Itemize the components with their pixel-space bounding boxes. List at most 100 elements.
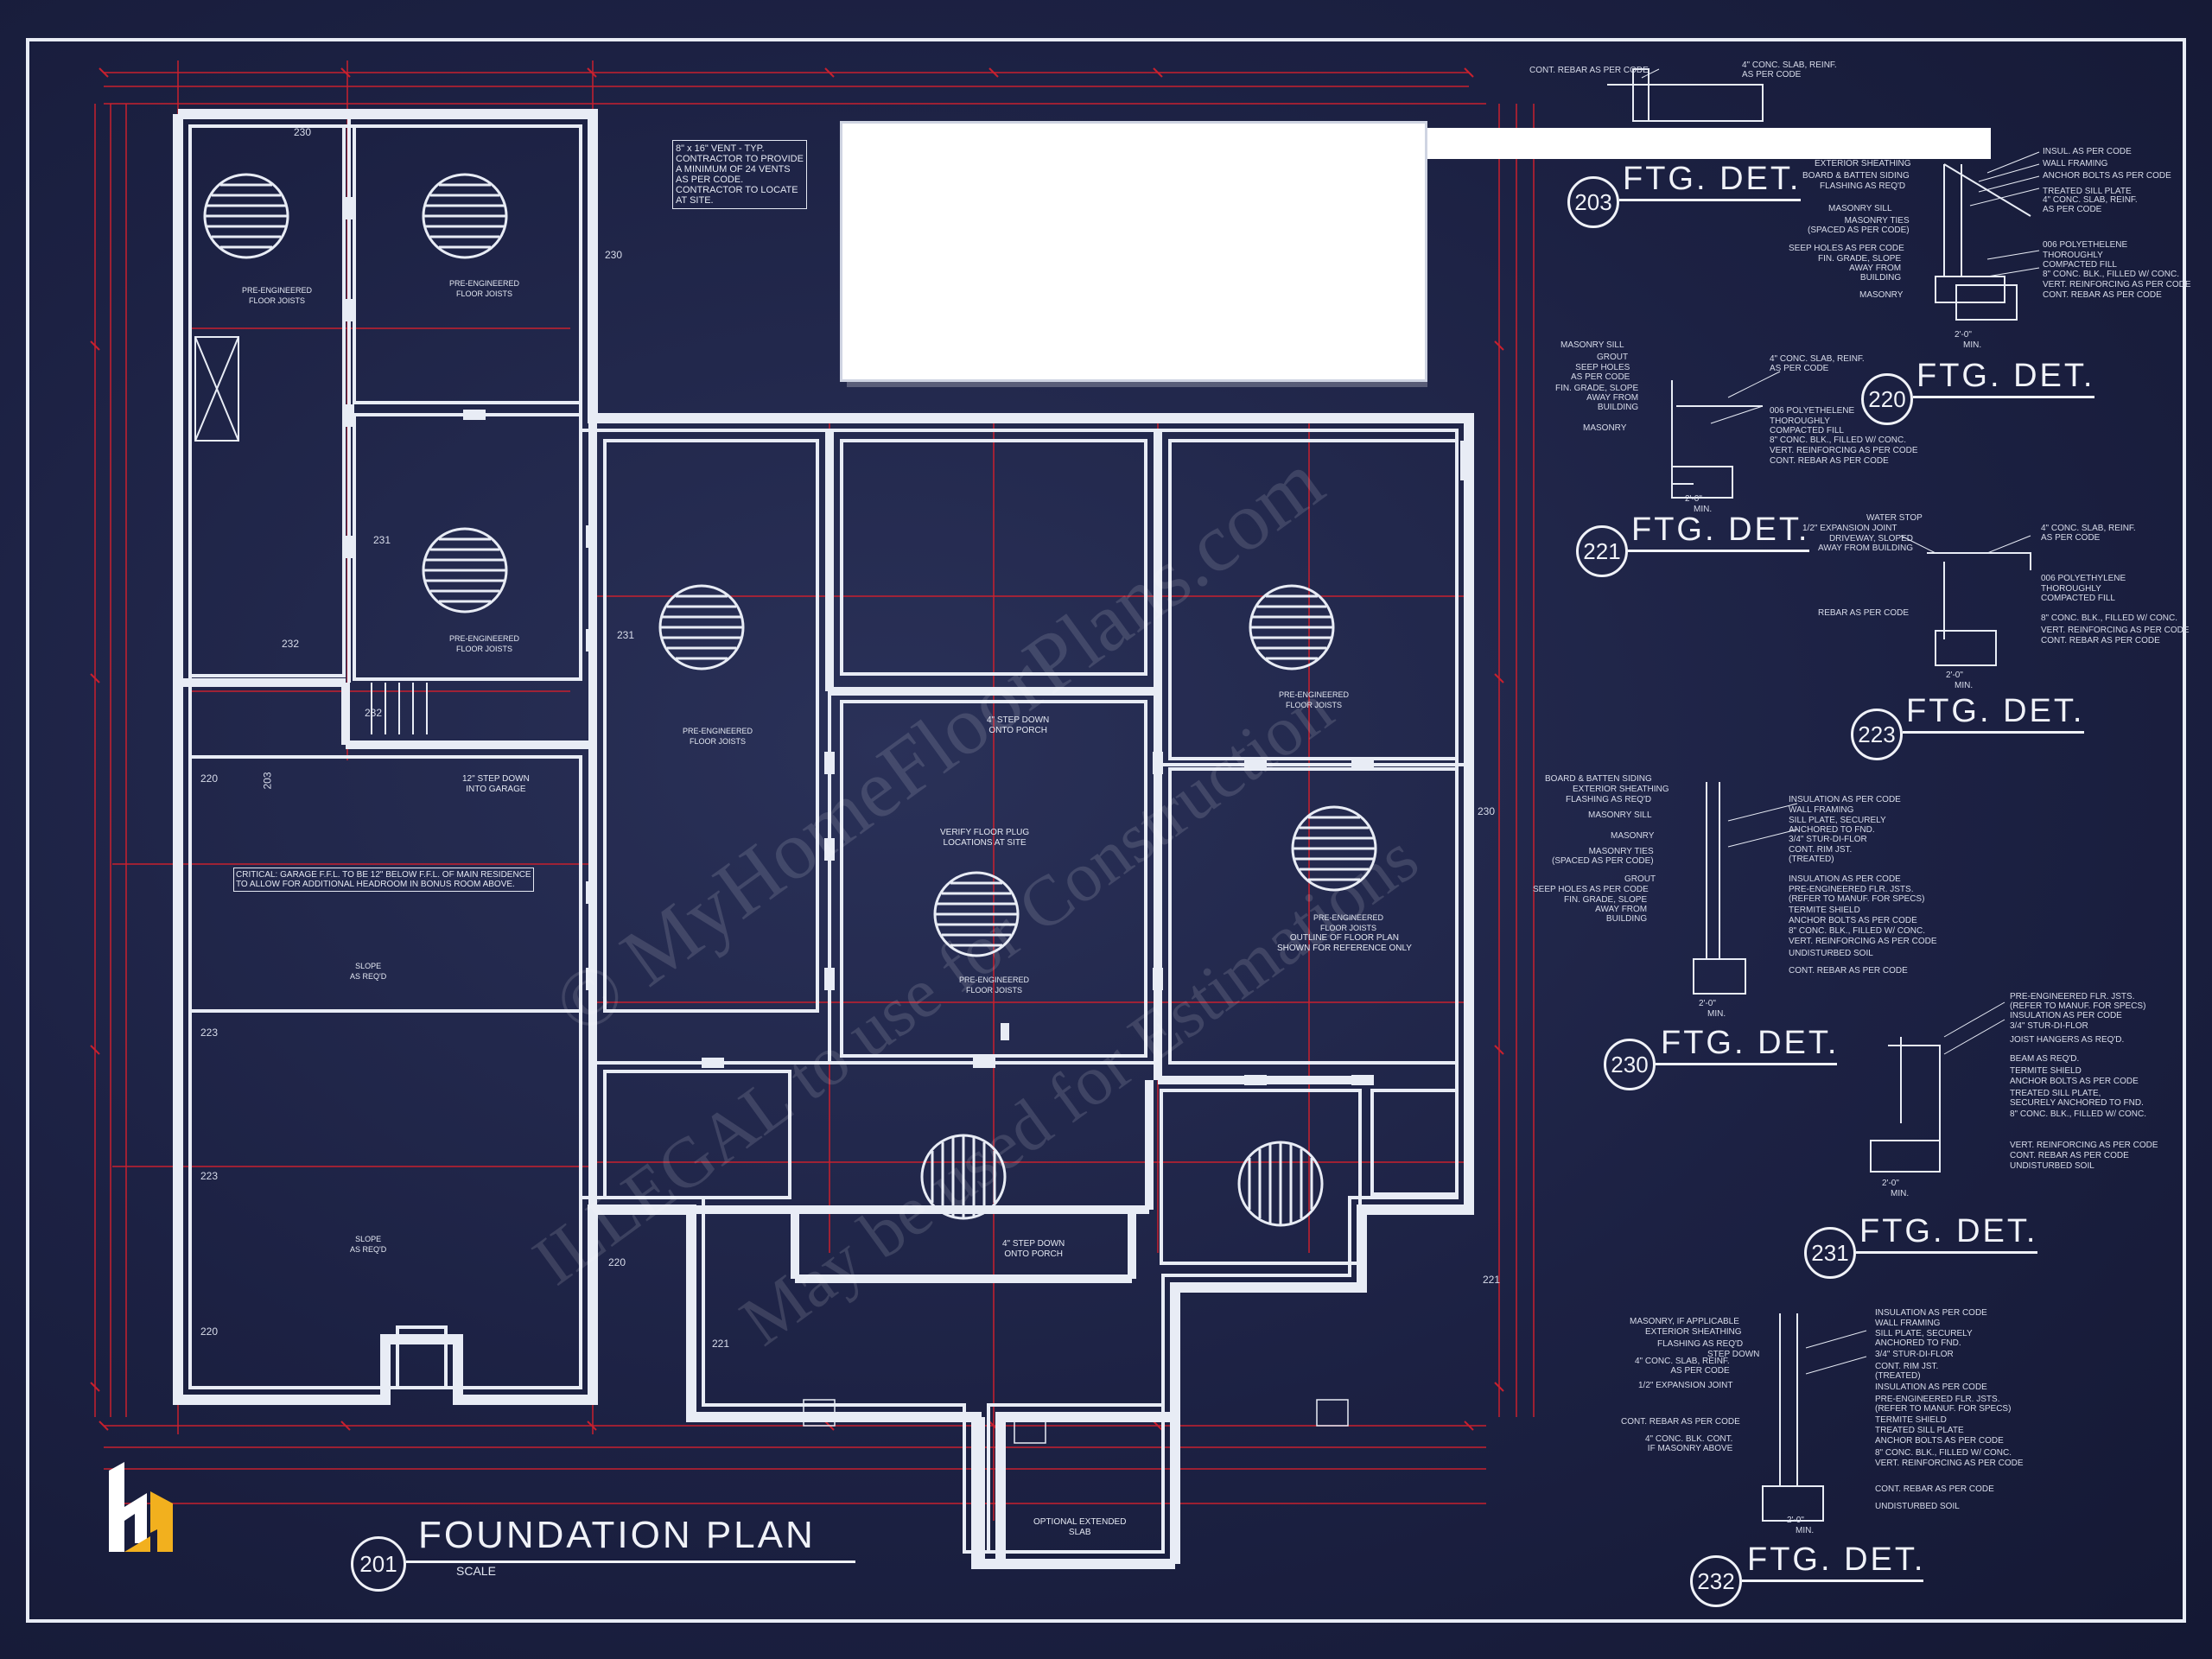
vent-note: 8" x 16" VENT - TYP. CONTRACTOR TO PROVI… <box>672 140 807 209</box>
detail-note: MASONRY SILL <box>1560 340 1624 350</box>
detail-note: EXTERIOR SHEATHING <box>1815 159 1911 168</box>
floor-joists-label: PRE-ENGINEERED FLOOR JOISTS <box>1279 690 1350 709</box>
detail-note: FIN. GRADE, SLOPE AWAY FROM BUILDING <box>1564 895 1648 924</box>
detail-underline <box>1856 1251 2037 1254</box>
detail-note: 1/2" EXPANSION JOINT <box>1802 524 1897 533</box>
detail-note: 8" CONC. BLK., FILLED W/ CONC. <box>2043 270 2180 279</box>
detail-title-221: FTG. DET. <box>1631 512 1810 548</box>
stair-hatch <box>194 336 428 734</box>
detail-note: PRE-ENGINEERED FLR. JSTS. (REFER TO MANU… <box>1875 1395 2012 1414</box>
detail-underline <box>1628 550 1809 552</box>
brand-logo <box>109 1462 173 1552</box>
optional-slab-label: OPTIONAL EXTENDED SLAB <box>1033 1517 1127 1537</box>
footing-tag: 220 <box>200 772 219 785</box>
detail-note: 006 POLYETHYLENE <box>2041 574 2126 583</box>
detail-title-220: FTG. DET. <box>1916 358 2095 394</box>
detail-bubble-230: 230 <box>1604 1039 1656 1090</box>
detail-note: VERT. REINFORCING AS PER CODE <box>1875 1459 2024 1468</box>
detail-note: 1/2" EXPANSION JOINT <box>1638 1381 1733 1390</box>
detail-note: INSULATION AS PER CODE <box>1789 874 1901 884</box>
detail-note: 8" CONC. BLK., FILLED W/ CONC. <box>1789 926 1926 936</box>
general-notes-box <box>840 121 1427 382</box>
detail-note: 3/4" STUR-DI-FLOR <box>1789 835 1867 844</box>
detail-min: MIN. <box>1955 681 1974 690</box>
detail-note: TREATED SILL PLATE <box>1875 1426 1964 1435</box>
detail-note: MASONRY SILL <box>1588 810 1652 820</box>
detail-title-203: FTG. DET. <box>1623 161 1802 197</box>
step-down-porch-label: 4" STEP DOWN ONTO PORCH <box>987 715 1050 735</box>
detail-note: WALL FRAMING <box>1875 1319 1941 1328</box>
detail-note: CONT. REBAR AS PER CODE <box>2043 290 2162 300</box>
detail-note: MASONRY TIES (SPACED AS PER CODE) <box>1808 216 1910 235</box>
garage-note: CRITICAL: GARAGE F.F.L. TO BE 12" BELOW … <box>233 868 534 892</box>
detail-note: 006 POLYETHELENE <box>1770 406 1855 416</box>
footing-tag: 220 <box>608 1256 626 1268</box>
detail-note: ANCHOR BOLTS AS PER CODE <box>1875 1436 2004 1446</box>
detail-note: SEEP HOLES AS PER CODE <box>1533 885 1649 894</box>
footing-tag: 230 <box>605 249 623 261</box>
plan-number-bubble: 201 <box>351 1536 406 1592</box>
detail-note: UNDISTURBED SOIL <box>2010 1161 2094 1171</box>
detail-note: CONT. RIM JST. (TREATED) <box>1789 845 1853 864</box>
detail-note: MASONRY <box>1583 423 1627 433</box>
footing-tag: 203 <box>261 772 274 790</box>
detail-note: CONT. REBAR AS PER CODE <box>1875 1484 1994 1494</box>
detail-dim: 2'-0" <box>1699 999 1716 1008</box>
detail-note: DRIVEWAY, SLOPED AWAY FROM BUILDING <box>1818 534 1914 553</box>
pier-blocks <box>344 197 1472 1085</box>
detail-note: 8" CONC. BLK., FILLED W/ CONC. <box>1770 435 1907 445</box>
plan-title: FOUNDATION PLAN <box>418 1514 816 1556</box>
detail-bubble-223: 223 <box>1851 709 1903 760</box>
detail-note: ANCHOR BOLTS AS PER CODE <box>2043 171 2171 181</box>
plan-number: 201 <box>359 1550 397 1577</box>
detail-note: 8" CONC. BLK., FILLED W/ CONC. <box>2010 1109 2147 1119</box>
general-notes-header-bar <box>1427 128 1991 159</box>
detail-note: VERT. REINFORCING AS PER CODE <box>1789 937 1937 946</box>
scale-label: SCALE <box>456 1564 496 1578</box>
detail-note: REBAR AS PER CODE <box>1818 608 1910 618</box>
detail-title-223: FTG. DET. <box>1906 693 2085 729</box>
detail-dim: 2'-0" <box>1946 671 1963 680</box>
detail-note: BOARD & BATTEN SIDING <box>1802 171 1910 181</box>
detail-note: FIN. GRADE, SLOPE AWAY FROM BUILDING <box>1555 384 1639 412</box>
detail-note: 006 POLYETHELENE <box>2043 240 2128 250</box>
detail-underline <box>1913 396 2094 398</box>
detail-note: INSUL. AS PER CODE <box>2043 147 2132 156</box>
detail-note: TERMITE SHIELD <box>1789 906 1860 915</box>
slope-label: SLOPE AS REQ'D <box>350 962 387 981</box>
detail-note: TREATED SILL PLATE <box>2043 187 2132 196</box>
floor-joists-label: PRE-ENGINEERED FLOOR JOISTS <box>449 634 520 653</box>
detail-note: CONT. REBAR AS PER CODE <box>2010 1151 2129 1160</box>
detail-note: 4" CONC. SLAB, REINF. AS PER CODE <box>1635 1357 1730 1376</box>
detail-underline <box>1656 1063 1837 1065</box>
detail-note: SEEP HOLES AS PER CODE <box>1571 363 1630 382</box>
detail-underline <box>1742 1580 1923 1582</box>
footing-tag: 231 <box>617 629 635 641</box>
outline-floor-plan-label: OUTLINE OF FLOOR PLAN SHOWN FOR REFERENC… <box>1277 933 1412 953</box>
floor-joists-label: PRE-ENGINEERED FLOOR JOISTS <box>1313 913 1384 932</box>
detail-note: WATER STOP <box>1866 513 1923 523</box>
detail-min: MIN. <box>1707 1009 1726 1019</box>
detail-note: INSULATION AS PER CODE <box>1875 1308 1987 1318</box>
detail-note: JOIST HANGERS AS REQ'D. <box>2010 1035 2125 1045</box>
detail-bubble-231: 231 <box>1804 1227 1856 1279</box>
floor-joists-label: PRE-ENGINEERED FLOOR JOISTS <box>449 279 520 298</box>
detail-note: MASONRY <box>1859 290 1904 300</box>
detail-note: SILL PLATE, SECURELY ANCHORED TO FND. <box>1875 1329 1973 1348</box>
footing-tag: 220 <box>200 1325 219 1338</box>
detail-underline <box>1903 731 2084 734</box>
detail-min: MIN. <box>1963 340 1982 350</box>
footing-tag: 232 <box>282 638 300 650</box>
detail-dim: 2'-0" <box>1882 1179 1899 1188</box>
detail-note: FLASHING AS REQ'D <box>1820 181 1906 191</box>
detail-note: 4" CONC. SLAB, REINF. AS PER CODE <box>1742 60 1837 79</box>
detail-note: CONT. REBAR AS PER CODE <box>1770 456 1889 466</box>
detail-note: BEAM AS REQ'D. <box>2010 1054 2080 1064</box>
floor-joists-label: PRE-ENGINEERED FLOOR JOISTS <box>959 976 1030 995</box>
detail-note: VERT. REINFORCING AS PER CODE <box>2010 1141 2158 1150</box>
detail-min: MIN. <box>1891 1189 1910 1198</box>
detail-note: 4" CONC. SLAB, REINF. AS PER CODE <box>2043 195 2138 214</box>
detail-note: 3/4" STUR-DI-FLOR <box>2010 1021 2088 1031</box>
